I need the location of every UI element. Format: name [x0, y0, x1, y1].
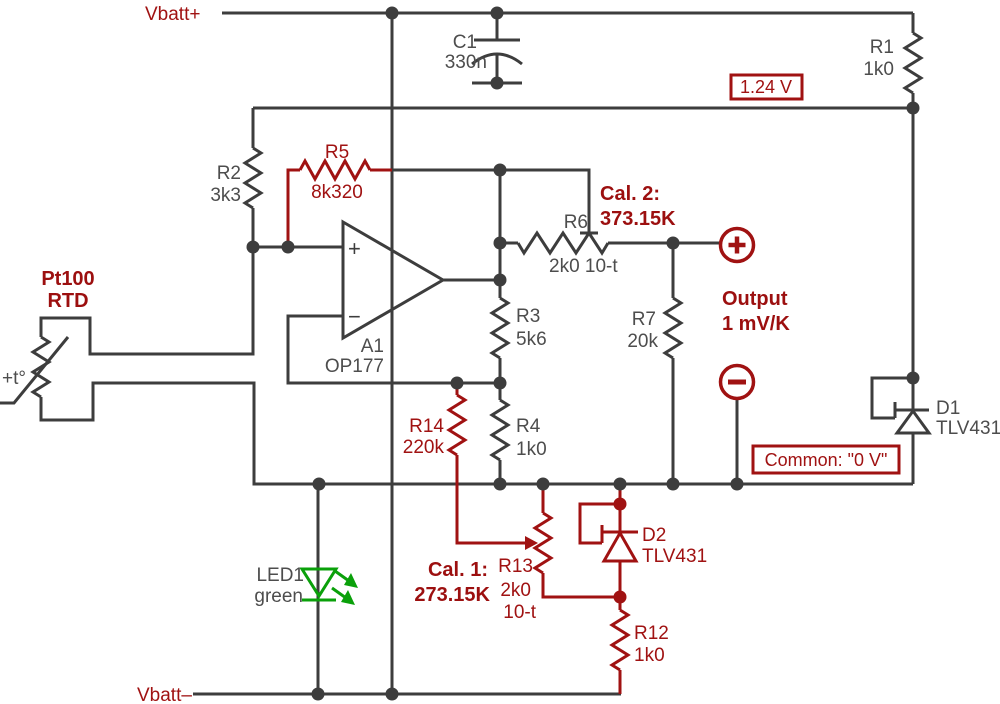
cal1-value: 273.15K — [414, 584, 490, 606]
common-voltage-box — [751, 444, 901, 475]
r5-ref: R5 — [325, 142, 349, 163]
rtd-temp-mark: +t° — [2, 368, 26, 389]
c1-value: 330n — [445, 52, 487, 73]
r13-turns: 10-t — [503, 602, 536, 623]
r5-value: 8k320 — [311, 182, 363, 203]
rtd-top-wire — [39, 247, 255, 356]
rtd-thermistor-stroke — [0, 336, 70, 405]
rtd-type: RTD — [47, 290, 88, 312]
wiring-black — [39, 11, 915, 696]
output-scale: 1 mV/K — [722, 313, 790, 335]
labels: Vbatt+ Vbatt– 1.24 V Common: "0 V" C1 33… — [2, 4, 1000, 704]
shunt-reference-d1 — [870, 376, 932, 435]
r7-value: 20k — [627, 331, 658, 352]
resistor-r3 — [489, 296, 511, 360]
led1-value: green — [254, 586, 303, 607]
potentiometer-r13 — [532, 511, 554, 575]
opamp-triangle — [341, 219, 446, 341]
c1-ref: C1 — [453, 32, 477, 53]
rtd-name: Pt100 — [41, 268, 94, 290]
cal2-value: 373.15K — [600, 208, 676, 230]
led-symbol — [299, 567, 358, 605]
opamp-plus-sign: + — [348, 236, 361, 261]
common-voltage-label: Common: "0 V" — [765, 450, 888, 470]
r3-ref: R3 — [516, 306, 540, 327]
c1-capacitor-symbol — [471, 13, 523, 85]
resistor-r2 — [242, 146, 264, 210]
resistor-r7 — [662, 296, 684, 360]
vbatt-plus-label: Vbatt+ — [145, 4, 200, 25]
led-triangle — [299, 567, 339, 599]
resistor-r12 — [609, 608, 631, 694]
rtd-bottom-and-common-rail — [39, 381, 913, 486]
ref-voltage-box — [729, 73, 804, 101]
r6-value: 2k0 10-t — [549, 256, 618, 277]
r14-ref: R14 — [409, 416, 444, 437]
r13-wiper-arrow — [525, 536, 538, 550]
ref-voltage-label: 1.24 V — [740, 77, 792, 97]
r1-value: 1k0 — [863, 59, 894, 80]
cal1-label: Cal. 1: — [428, 559, 488, 581]
r7-ref: R7 — [632, 309, 656, 330]
led-arrowhead-2 — [341, 590, 355, 605]
vbatt-minus-label: Vbatt– — [137, 685, 192, 704]
r14-value: 220k — [403, 437, 445, 458]
cal2-label: Cal. 2: — [600, 183, 660, 205]
r4-value: 1k0 — [516, 439, 547, 460]
resistor-r14 — [446, 393, 468, 457]
resistor-r5 — [298, 157, 372, 183]
r1-ref: R1 — [870, 37, 894, 58]
d1-value: TLV431 — [936, 418, 1000, 439]
led-arrowhead-1 — [344, 573, 358, 588]
r2-value: 3k3 — [210, 185, 241, 206]
resistor-r4 — [489, 398, 511, 462]
resistor-r1 — [902, 31, 924, 95]
a1-ref: A1 — [361, 336, 384, 357]
r13-ref: R13 — [498, 556, 533, 577]
junction-dots — [246, 6, 920, 701]
led1-ref: LED1 — [256, 565, 304, 586]
plus-terminal-glyph — [728, 236, 746, 254]
r12-value: 1k0 — [634, 645, 665, 666]
led-light-arrows — [331, 569, 350, 600]
d2-ref: D2 — [642, 525, 666, 546]
r14-leads — [455, 383, 525, 545]
components-black — [0, 31, 932, 462]
opamp-minus-feedback-wire — [286, 314, 500, 385]
a1-value: OP177 — [325, 356, 384, 377]
r12-ref: R12 — [634, 623, 669, 644]
r2-ref: R2 — [217, 163, 241, 184]
r5-leads — [286, 168, 392, 247]
r3-value: 5k6 — [516, 329, 547, 350]
output-label: Output — [722, 288, 788, 310]
d1-ref: D1 — [936, 398, 960, 419]
opamp-minus-sign: − — [348, 304, 361, 329]
shunt-reference-d2 — [578, 484, 639, 610]
r6-ref: R6 — [564, 212, 588, 233]
r4-ref: R4 — [516, 416, 541, 437]
resistor-rtd — [30, 335, 52, 399]
r13-value: 2k0 — [500, 580, 531, 601]
d2-value: TLV431 — [642, 546, 707, 567]
potentiometer-r6 — [516, 230, 610, 256]
